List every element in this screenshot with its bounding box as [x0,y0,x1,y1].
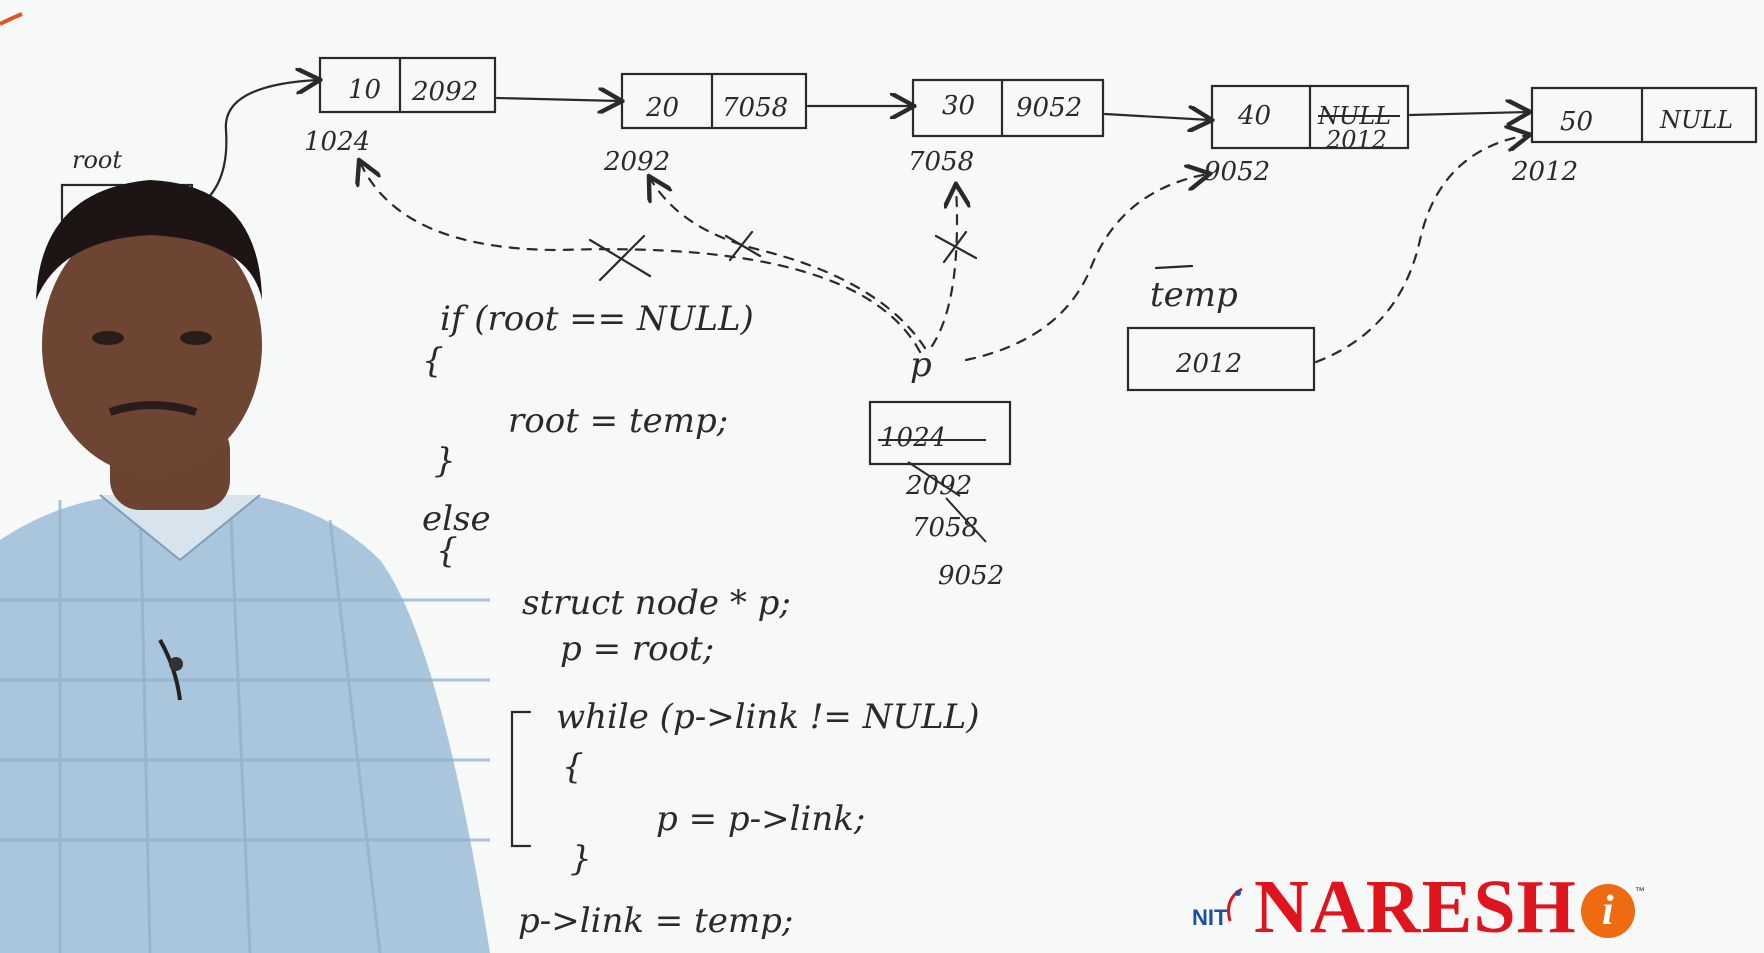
link-arrow-1 [495,98,620,101]
list-node-2: 20 7058 2092 [603,72,808,177]
strike-line [907,461,961,497]
p-box [868,400,1012,466]
cross-mark [588,234,652,282]
red-marker-stroke [0,12,23,26]
temp-box [1126,326,1316,392]
code-line-4: } [434,441,456,481]
p-arrow-to-node-3 [930,186,957,348]
node-link: 7058 [722,93,788,123]
node-address: 1024 [304,127,370,157]
list-node-1: 10 2092 1024 [304,56,497,157]
brand-name: NARESH [1254,865,1577,949]
code-line-11: p = p->link; [656,799,865,839]
code-line-5: else [422,499,491,539]
p-value-4: 9052 [938,561,1004,591]
code-line-2: { [422,341,444,381]
node-link: NULL [1659,106,1733,134]
p-arrow-to-node-2 [650,178,927,350]
root-pointer-arrow [190,80,318,212]
code-line-9: while (p->link != NULL) [556,697,980,737]
p-label: p [910,345,932,385]
node-data: 20 [645,93,679,123]
svg-text:NIT: NIT [1192,905,1228,930]
code-line-1: if (root == NULL) [440,299,754,339]
code-line-13: p->link = temp; [518,901,793,941]
root-label: root [72,146,122,174]
node-data: 10 [348,75,381,105]
link-arrow-3 [1103,114,1210,120]
node-data: 30 [942,91,975,121]
code-line-6: { [436,531,458,571]
temp-label: temp [1150,275,1238,315]
p-value-1: 1024 [880,423,946,453]
p-value-2: 2092 [905,471,972,501]
code-line-3: root = temp; [508,401,728,441]
brand-i-icon: i [1580,884,1635,938]
list-node-4: 40 NULL 2012 9052 [1204,84,1410,187]
cross-mark [724,230,762,262]
strike-line [945,497,987,543]
temp-pointer-arrow [1314,135,1528,364]
p-arrow-to-node-1 [360,162,922,354]
node-link: 2092 [411,77,478,107]
p-value-3: 7058 [912,513,978,543]
list-node-5: 50 NULL 2012 [1511,86,1758,187]
node-address: 9052 [1204,157,1270,187]
node-address: 7058 [908,147,974,177]
temp-underline [1154,264,1194,270]
code-line-12: } [570,839,592,879]
node-data: 50 [1560,107,1593,137]
link-arrow-4 [1408,112,1528,115]
node-address: 2092 [603,147,670,177]
presenter [0,180,490,953]
temp-value: 2012 [1175,349,1242,379]
p-arrow-to-node-4 [964,174,1208,362]
nit-mark-icon: NIT [1190,881,1248,933]
code-line-10: { [562,747,584,787]
node-link: 9052 [1016,93,1082,123]
list-node-3: 30 9052 7058 [908,78,1105,177]
code-line-8: p = root; [560,629,714,669]
naresh-logo: NIT NARESH i ™ [1190,865,1645,949]
node-link-new: 2012 [1325,126,1387,154]
node-address: 2012 [1511,157,1578,187]
cross-mark [934,230,978,264]
code-line-7: struct node * p; [522,583,791,623]
trademark: ™ [1634,886,1645,897]
node-data: 40 [1237,101,1271,131]
loop-bracket [510,710,532,848]
